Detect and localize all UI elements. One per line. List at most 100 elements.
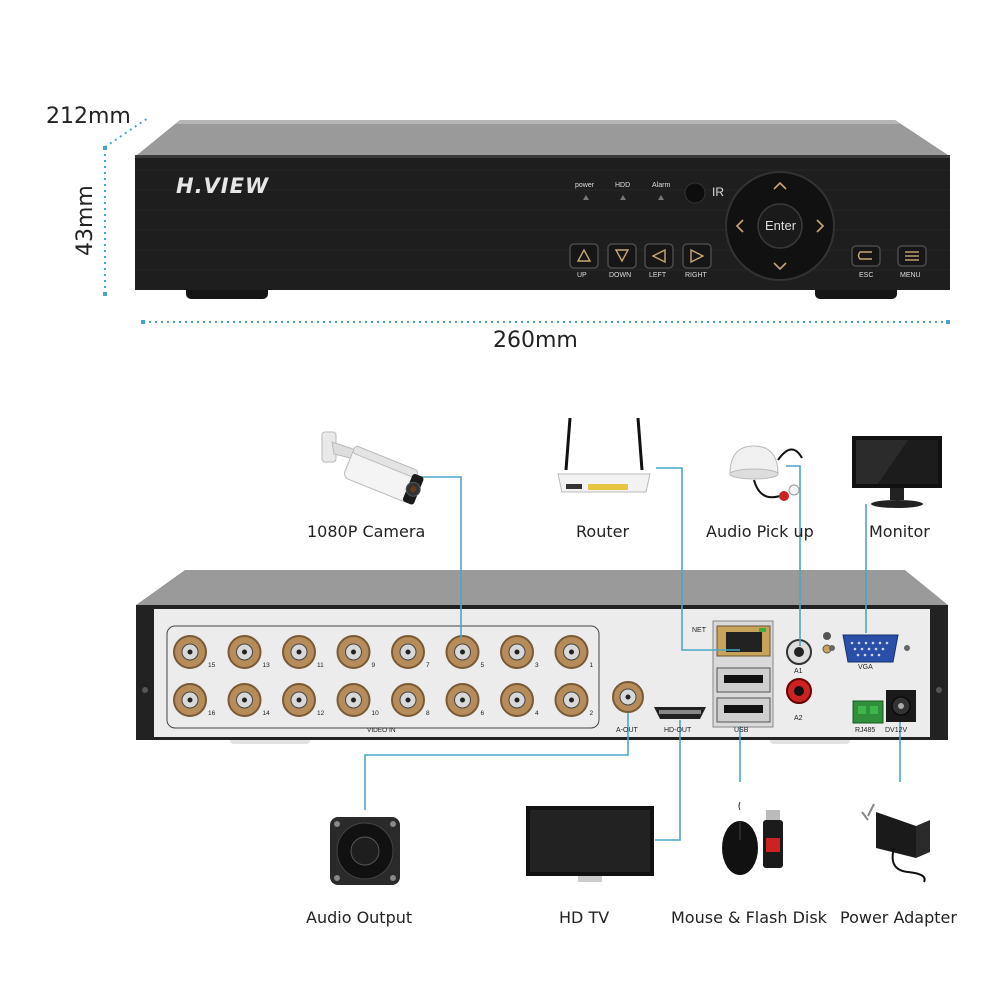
rear-dvr-illustration xyxy=(136,465,948,841)
bnc-connector-9 xyxy=(336,635,371,669)
bnc-number-8: 8 xyxy=(426,710,430,717)
right-button xyxy=(682,243,712,269)
bnc-connector-12 xyxy=(282,683,316,717)
router-icon xyxy=(557,417,651,493)
down-arrow-icon xyxy=(614,249,630,263)
bnc-number-10: 10 xyxy=(371,710,379,717)
up-arrow-icon xyxy=(576,248,592,262)
ir-label: IR xyxy=(712,185,724,199)
rj485-label: RJ485 xyxy=(855,727,876,734)
esc-return-icon xyxy=(857,251,872,260)
connection-lines xyxy=(364,465,901,841)
bnc-number-15: 15 xyxy=(208,662,216,669)
front-dvr-top xyxy=(137,120,948,155)
power-indicator-label: power xyxy=(575,182,595,189)
bnc-connectors xyxy=(173,635,589,717)
bnc-number-6: 6 xyxy=(480,710,485,717)
speaker-icon xyxy=(330,817,400,885)
router-line xyxy=(656,467,740,651)
vga-port xyxy=(829,634,910,663)
a-out-label: A-OUT xyxy=(616,727,638,734)
dpad-down-icon xyxy=(773,262,787,271)
brand-logo: H.VIEW xyxy=(176,174,270,198)
rca-a2 xyxy=(786,678,812,704)
power-led-icon xyxy=(583,195,589,200)
esc-button-label: ESC xyxy=(859,272,874,279)
down-button xyxy=(607,243,637,269)
audio-pickup-icon xyxy=(729,445,803,501)
bnc-connector-10 xyxy=(336,683,371,717)
bnc-connector-16 xyxy=(173,683,207,717)
power-adapter-icon xyxy=(861,803,930,883)
alarm-indicator-label: Alarm xyxy=(652,182,671,189)
mouse-flash-label: Mouse & Flash Disk xyxy=(671,908,827,927)
menu-button-label: MENU xyxy=(900,272,921,279)
bnc-connector-8 xyxy=(391,683,425,717)
rear-dvr-top xyxy=(136,570,948,605)
up-button-label: UP xyxy=(577,272,587,279)
a1-label: A1 xyxy=(794,668,803,675)
enter-label: Enter xyxy=(765,218,797,233)
net-usb-block xyxy=(712,620,774,728)
right-button-label: RIGHT xyxy=(685,272,707,279)
hdd-indicator-label: HDD xyxy=(615,182,631,189)
audio-pickup-label: Audio Pick up xyxy=(706,522,814,541)
hd-tv-label: HD TV xyxy=(559,908,610,927)
vga-label: VGA xyxy=(858,664,873,671)
bnc-number-11: 11 xyxy=(317,662,324,669)
bnc-number-3: 3 xyxy=(535,662,539,669)
bnc-number-5: 5 xyxy=(480,662,485,669)
bnc-connector-11 xyxy=(282,635,316,669)
usb-port-top xyxy=(724,675,763,683)
bnc-connector-7 xyxy=(391,635,425,669)
dpad-up-icon xyxy=(773,181,787,190)
bnc-connector-2 xyxy=(554,683,589,717)
video-in-border xyxy=(166,625,600,729)
bnc-connector-1 xyxy=(554,635,589,669)
a-out-connector xyxy=(612,681,644,713)
hd-tv-icon xyxy=(526,806,654,882)
dpad-left-icon xyxy=(735,219,744,233)
width-dimension-label: 260mm xyxy=(493,328,578,353)
audio-output-line xyxy=(364,713,629,810)
camera-icon xyxy=(321,431,424,505)
hd-out-label: HD-OUT xyxy=(664,727,692,734)
bnc-connector-14 xyxy=(227,683,262,717)
bnc-number-13: 13 xyxy=(262,662,270,669)
enter-button xyxy=(757,203,803,249)
camera-line xyxy=(410,476,462,638)
video-in-label: VIDEO IN xyxy=(367,727,396,734)
a2-label: A2 xyxy=(794,715,803,722)
hdtv-line xyxy=(655,720,681,841)
hdd-led-icon xyxy=(620,195,626,200)
bnc-connector-13 xyxy=(227,635,262,669)
bnc-connector-15 xyxy=(173,635,207,669)
bnc-connector-5 xyxy=(445,635,480,669)
ir-sensor-icon xyxy=(684,182,706,204)
depth-dimension-label: 212mm xyxy=(46,104,131,129)
bnc-connector-6 xyxy=(445,683,480,717)
usb-label: USB xyxy=(734,727,749,734)
dpad-right-icon xyxy=(816,219,825,233)
bnc-number-14: 14 xyxy=(262,710,270,717)
mouse-flash-icon xyxy=(722,801,783,875)
audio-pickup-line xyxy=(786,465,801,646)
bnc-number-2: 2 xyxy=(589,710,594,717)
rca-a1 xyxy=(786,639,812,665)
monitor-label: Monitor xyxy=(869,522,930,541)
bnc-number-16: 16 xyxy=(208,710,216,717)
left-button-label: LEFT xyxy=(649,272,667,279)
dimension-lines xyxy=(104,117,950,323)
power-adapter-label: Power Adapter xyxy=(840,908,957,927)
bnc-connector-4 xyxy=(500,683,534,717)
dc-power-jack xyxy=(886,690,916,722)
left-arrow-icon xyxy=(651,248,666,264)
hdmi-port xyxy=(654,707,706,719)
right-arrow-icon xyxy=(690,248,705,264)
bnc-number-7: 7 xyxy=(426,662,430,669)
router-label: Router xyxy=(576,522,630,541)
down-button-label: DOWN xyxy=(609,272,632,279)
bnc-number-1: 1 xyxy=(589,662,594,669)
bnc-number-9: 9 xyxy=(371,662,376,669)
rj485-terminal xyxy=(852,700,884,724)
